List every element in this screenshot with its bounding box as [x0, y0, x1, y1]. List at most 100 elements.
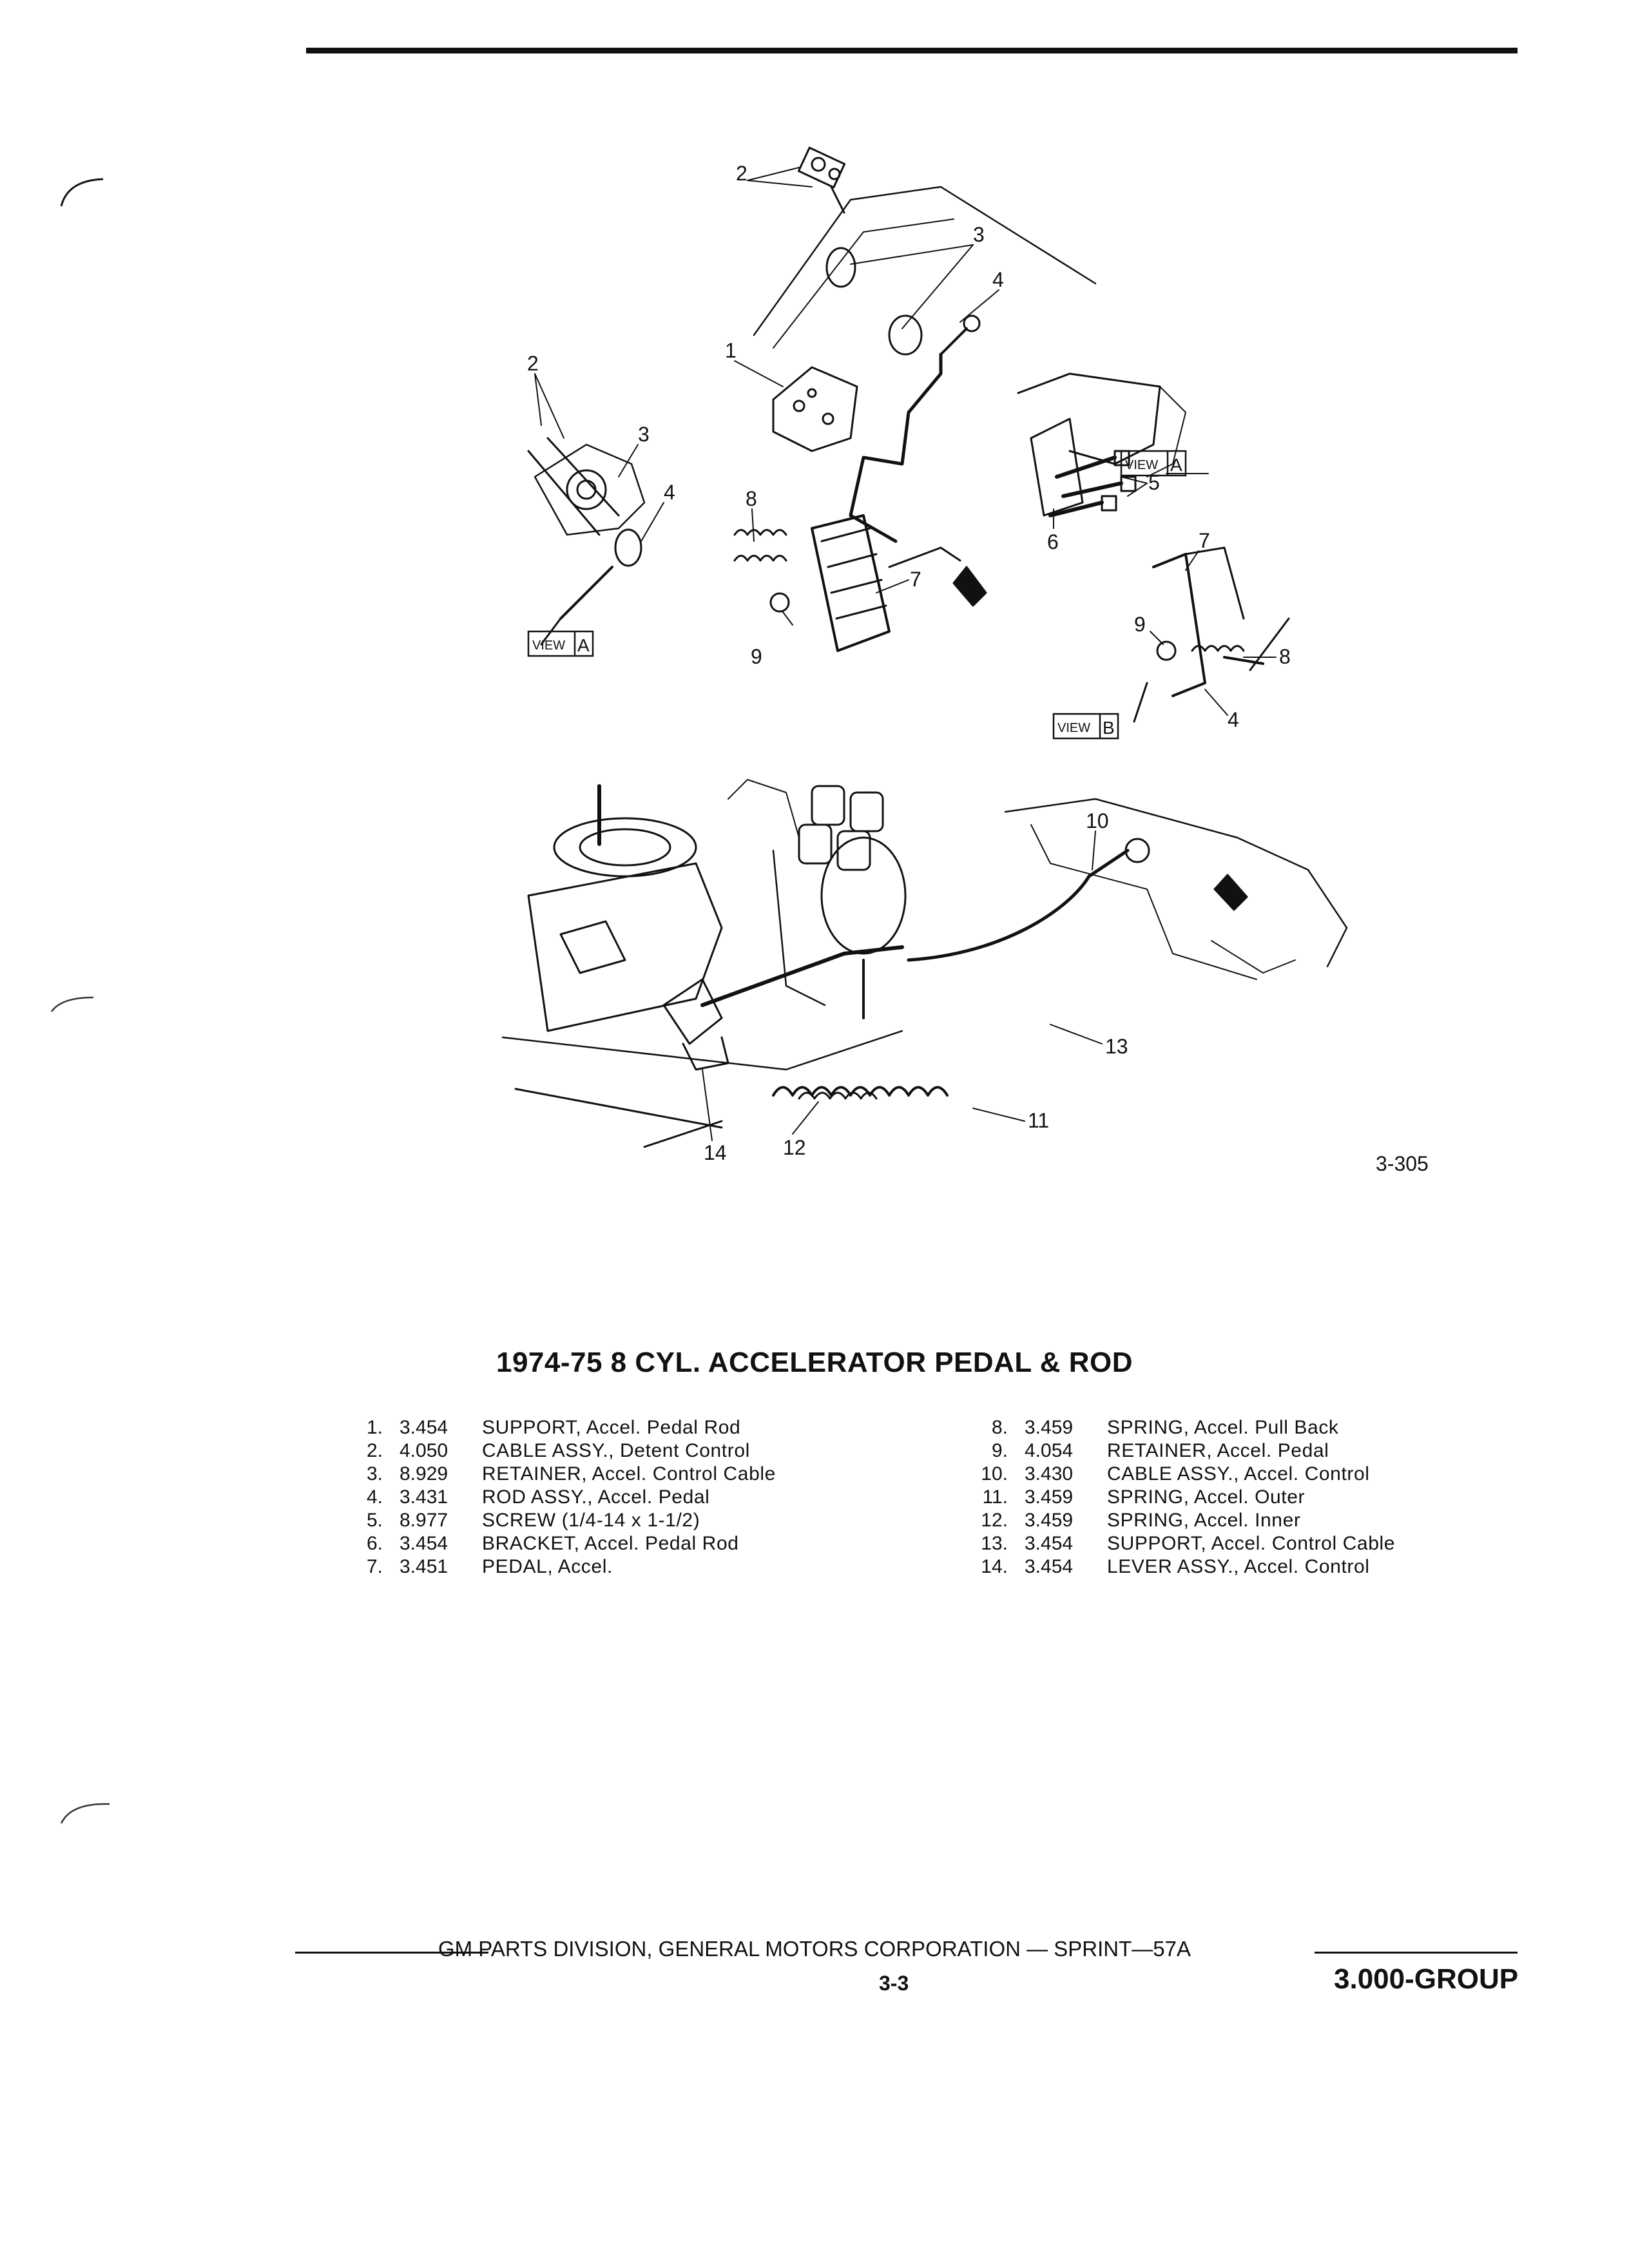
part-code: 3.454 — [1025, 1533, 1074, 1554]
view-b-arrow-icon — [952, 566, 987, 607]
callout-8-left: 8 — [746, 487, 757, 510]
callout-12: 12 — [783, 1136, 806, 1159]
svg-text:VIEW: VIEW — [532, 639, 565, 653]
callout-9-left: 9 — [751, 645, 762, 668]
part-desc: PEDAL, Accel. — [482, 1556, 613, 1577]
accel-springs — [772, 1086, 949, 1100]
part-desc: SUPPORT, Accel. Control Cable — [1107, 1533, 1396, 1554]
callout-1: 1 — [725, 339, 737, 362]
part-desc: SCREW (1/4-14 x 1-1/2) — [482, 1510, 700, 1531]
inset-view-b-right — [1133, 546, 1290, 723]
pedal-rod-support — [772, 366, 858, 452]
parts-row: 14. 3.454 LEVER ASSY., Accel. Control — [954, 1555, 1395, 1579]
part-code: 3.430 — [1025, 1463, 1074, 1485]
callout-10: 10 — [1086, 809, 1109, 832]
part-num: 11. — [982, 1486, 1008, 1508]
part-num: 13. — [981, 1533, 1008, 1554]
callout-6: 6 — [1047, 530, 1059, 553]
page-title: 1974-75 8 CYL. ACCELERATOR PEDAL & ROD — [496, 1347, 1133, 1378]
callout-9-right: 9 — [1134, 613, 1146, 636]
parts-row: 9. 4.054 RETAINER, Accel. Pedal — [954, 1439, 1395, 1463]
callout-13: 13 — [1105, 1035, 1128, 1058]
parts-row: 11. 3.459 SPRING, Accel. Outer — [954, 1486, 1395, 1509]
callout-5: 5 — [1148, 471, 1160, 494]
part-code: 3.459 — [1025, 1486, 1074, 1508]
callout-4-right: 4 — [1228, 708, 1239, 731]
callout-14: 14 — [704, 1141, 727, 1164]
view-a-box-left: VIEW A — [527, 630, 594, 657]
part-desc: LEVER ASSY., Accel. Control — [1107, 1556, 1370, 1577]
parts-row: 4. 3.431 ROD ASSY., Accel. Pedal — [329, 1486, 776, 1509]
callout-3-top: 3 — [973, 223, 985, 246]
parts-row: 3. 8.929 RETAINER, Accel. Control Cable — [329, 1463, 776, 1486]
part-code: 4.050 — [400, 1440, 448, 1461]
part-code: 3.454 — [1025, 1556, 1074, 1577]
callout-2-top: 2 — [736, 162, 747, 185]
part-desc: RETAINER, Accel. Pedal — [1107, 1440, 1329, 1461]
part-desc: SUPPORT, Accel. Pedal Rod — [482, 1417, 741, 1438]
svg-text:A: A — [1170, 455, 1182, 475]
retainer-part — [825, 247, 856, 288]
part-code: 3.451 — [400, 1556, 448, 1577]
pedal-rod — [849, 352, 943, 543]
callout-4-left: 4 — [664, 481, 675, 504]
pedal-retainer — [769, 592, 790, 613]
part-num: 4. — [366, 1486, 383, 1508]
part-num: 14. — [981, 1556, 1008, 1577]
page-number: 3-3 — [879, 1972, 909, 1995]
callout-7-left: 7 — [910, 568, 921, 591]
part-code: 3.454 — [400, 1533, 448, 1554]
svg-text:A: A — [577, 635, 590, 655]
part-desc: ROD ASSY., Accel. Pedal — [482, 1486, 710, 1508]
part-num: 6. — [366, 1533, 383, 1554]
svg-text:VIEW: VIEW — [1057, 721, 1090, 735]
part-code: 4.054 — [1025, 1440, 1074, 1461]
part-code: 3.454 — [400, 1417, 448, 1438]
callout-8-right: 8 — [1279, 645, 1291, 668]
view-a-arrow-icon — [1213, 874, 1248, 911]
parts-row: 12. 3.459 SPRING, Accel. Inner — [954, 1509, 1395, 1532]
accelerator-pedal — [811, 514, 961, 652]
part-desc: RETAINER, Accel. Control Cable — [482, 1463, 776, 1485]
part-num: 1. — [366, 1417, 383, 1438]
pull-back-spring — [733, 529, 787, 562]
part-code: 3.459 — [1025, 1510, 1074, 1531]
part-num: 5. — [366, 1510, 383, 1531]
part-desc: CABLE ASSY., Detent Control — [482, 1440, 750, 1461]
screw-set — [1048, 450, 1137, 517]
part-num: 12. — [981, 1510, 1008, 1531]
part-code: 8.929 — [400, 1463, 448, 1485]
part-code: 3.431 — [400, 1486, 448, 1508]
inset-view-a-left — [527, 437, 646, 646]
part-desc: SPRING, Accel. Outer — [1107, 1486, 1306, 1508]
group-label: 3.000-GROUP — [1334, 1963, 1519, 1995]
part-num: 8. — [991, 1417, 1008, 1438]
part-num: 3. — [366, 1463, 383, 1485]
margin-mark-top — [60, 178, 104, 207]
part-num: 7. — [366, 1556, 383, 1577]
parts-list-left: 1. 3.454 SUPPORT, Accel. Pedal Rod 2. 4.050 C… — [329, 1416, 776, 1579]
part-num: 2. — [366, 1440, 383, 1461]
part-desc: SPRING, Accel. Inner — [1107, 1510, 1301, 1531]
view-b-box: VIEW B — [1052, 713, 1119, 740]
engine-assembly — [501, 779, 907, 1148]
accel-control-cable — [907, 849, 1130, 962]
part-code: 3.459 — [1025, 1417, 1074, 1438]
callout-2-left: 2 — [527, 352, 539, 375]
footer-rule-left — [295, 1952, 488, 1954]
parts-row: 1. 3.454 SUPPORT, Accel. Pedal Rod — [329, 1416, 776, 1439]
part-num: 9. — [991, 1440, 1008, 1461]
callout-7-right: 7 — [1199, 529, 1210, 552]
svg-text:VIEW: VIEW — [1125, 458, 1158, 472]
margin-mark-middle — [50, 996, 94, 1012]
parts-row: 13. 3.454 SUPPORT, Accel. Control Cable — [954, 1532, 1395, 1555]
figure-number: 3-305 — [1376, 1152, 1429, 1175]
callout-11: 11 — [1028, 1109, 1049, 1132]
part-num: 10. — [981, 1463, 1008, 1485]
parts-row: 2. 4.050 CABLE ASSY., Detent Control — [329, 1439, 776, 1463]
footer-rule-right — [1315, 1952, 1518, 1954]
